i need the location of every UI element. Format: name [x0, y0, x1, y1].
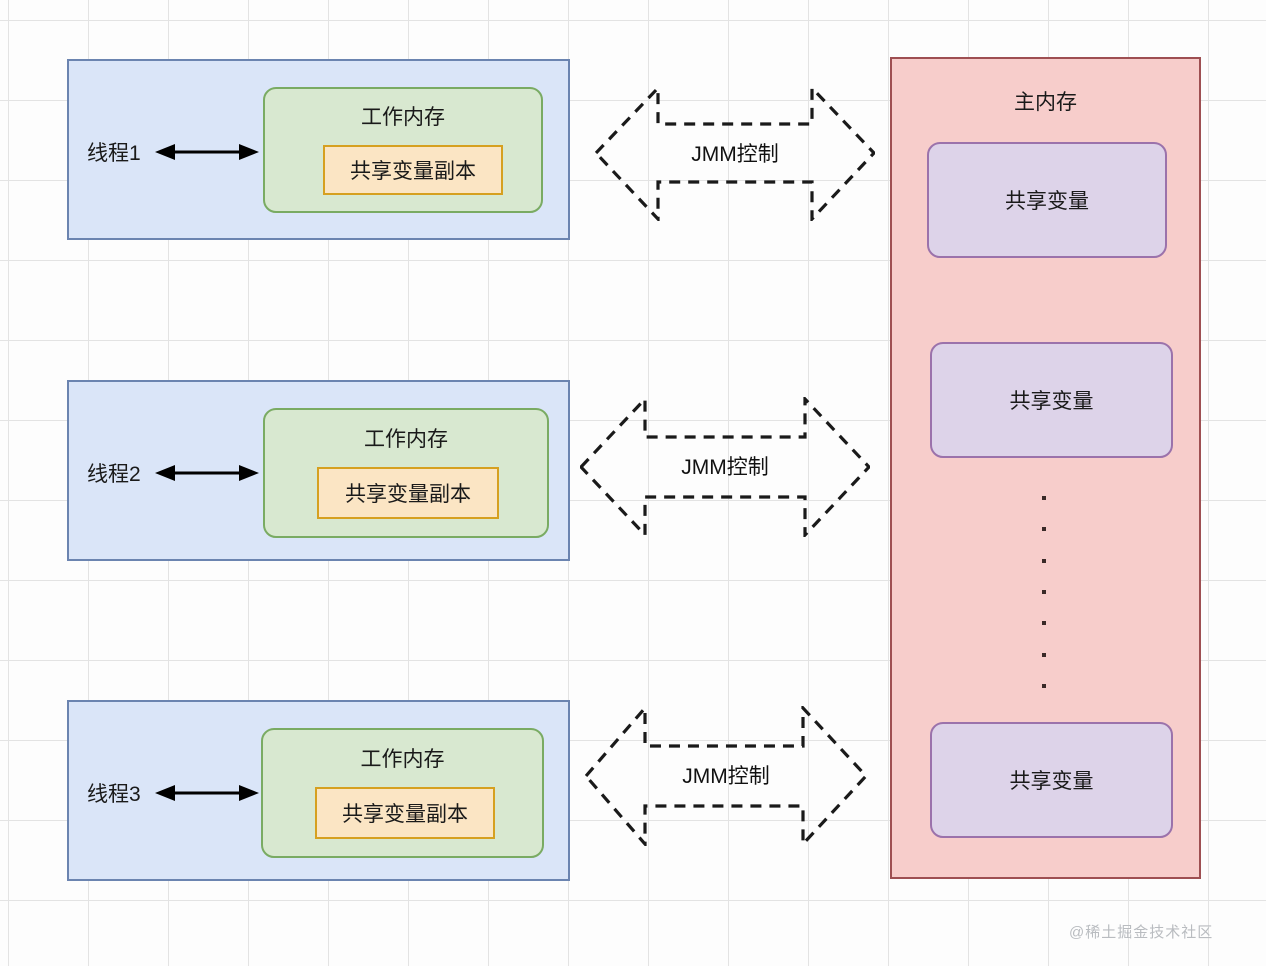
main-memory-title: 主内存	[1014, 91, 1077, 114]
jmm-arrow-3: JMM控制	[583, 703, 869, 849]
variable-copy-3[interactable]: 共享变量副本	[315, 787, 495, 839]
working-memory-title-1: 工作内存	[361, 106, 445, 129]
ellipsis-dot	[1042, 621, 1046, 626]
working-memory-1[interactable]: 工作内存 共享变量副本	[263, 87, 543, 213]
watermark: @稀土掘金技术社区	[1069, 924, 1214, 941]
jmm-double-arrow-shape-2	[578, 394, 872, 540]
jmm-double-arrow-shape-3	[583, 703, 869, 849]
ellipsis-dots	[1040, 496, 1048, 688]
working-memory-3[interactable]: 工作内存 共享变量副本	[261, 728, 544, 858]
ellipsis-dot	[1042, 558, 1046, 563]
thread-block-2[interactable]: 线程2 工作内存 共享变量副本	[67, 380, 570, 561]
ellipsis-dot	[1042, 589, 1046, 594]
working-memory-title-3: 工作内存	[360, 748, 445, 771]
ellipsis-dot	[1042, 527, 1046, 532]
variable-copy-1[interactable]: 共享变量副本	[323, 145, 503, 195]
main-memory-block[interactable]: 主内存 共享变量 共享变量 共享变量	[890, 57, 1201, 879]
working-memory-2[interactable]: 工作内存 共享变量副本	[263, 408, 549, 538]
shared-variable-2[interactable]: 共享变量	[930, 342, 1173, 458]
thread-label-3: 线程3	[87, 783, 141, 806]
jmm-double-arrow-shape-1	[593, 84, 877, 224]
jmm-arrow-2: JMM控制	[578, 394, 872, 540]
thread-memory-arrow-2	[155, 465, 259, 481]
thread-label-2: 线程2	[87, 463, 141, 486]
ellipsis-dot	[1042, 683, 1046, 688]
ellipsis-dot	[1042, 496, 1046, 500]
thread-label-1: 线程1	[87, 142, 141, 165]
shared-variable-1[interactable]: 共享变量	[927, 142, 1167, 258]
ellipsis-dot	[1042, 652, 1046, 657]
thread-block-1[interactable]: 线程1 工作内存 共享变量副本	[67, 59, 570, 240]
shared-variable-3[interactable]: 共享变量	[930, 722, 1173, 838]
thread-memory-arrow-3	[155, 785, 259, 801]
working-memory-title-2: 工作内存	[364, 428, 448, 451]
thread-block-3[interactable]: 线程3 工作内存 共享变量副本	[67, 700, 570, 881]
thread-memory-arrow-1	[155, 144, 259, 160]
jmm-arrow-1: JMM控制	[593, 84, 877, 224]
variable-copy-2[interactable]: 共享变量副本	[317, 467, 499, 519]
